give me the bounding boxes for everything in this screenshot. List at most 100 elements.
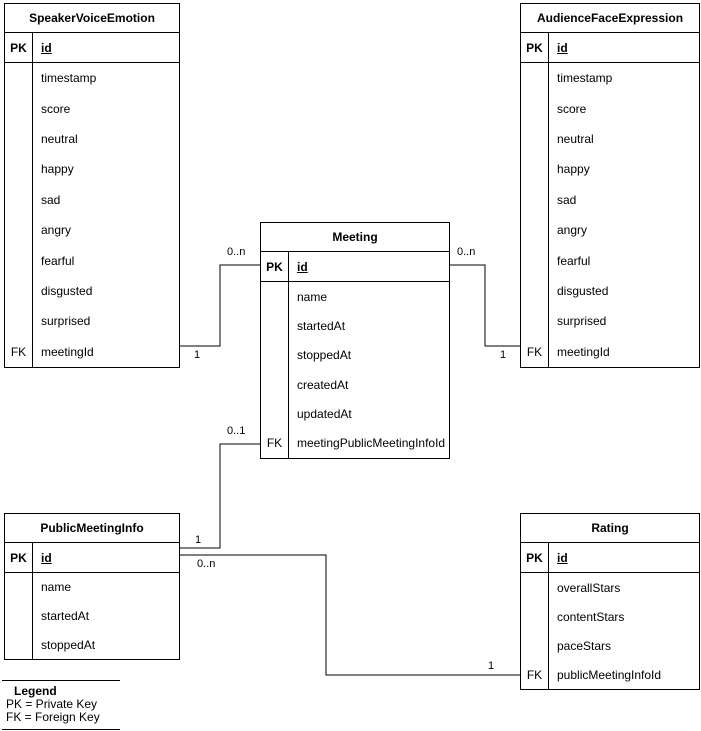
attribute-row: stoppedAt	[261, 341, 449, 370]
attribute-name: surprised	[557, 314, 607, 329]
attribute-name: neutral	[557, 132, 594, 147]
attribute-row: disgusted	[521, 276, 699, 306]
key-column-divider	[32, 33, 33, 367]
entity-meeting: Meeting PK id name startedAt stoppedAt crea…	[260, 222, 450, 459]
attribute-name: paceStars	[557, 638, 612, 653]
entity-public-meeting-info: PublicMeetingInfo PK id name startedAt sto…	[4, 513, 180, 660]
key-column-divider	[548, 543, 549, 689]
attribute-row: updatedAt	[261, 399, 449, 428]
attribute-name: timestamp	[41, 71, 97, 86]
entity-audience-face-expression: AudienceFaceExpression PK id timestamp sc…	[520, 3, 700, 368]
relationship-line-meeting-audiencefaceexpression	[450, 264, 520, 347]
attribute-row: name	[261, 282, 449, 311]
attribute-name: publicMeetingInfoId	[557, 667, 662, 682]
attribute-name: stoppedAt	[297, 348, 352, 363]
attribute-name: name	[41, 580, 72, 595]
pk-row: PK id	[521, 543, 699, 573]
fk-badge: FK	[266, 436, 283, 451]
attribute-name: disgusted	[557, 284, 609, 299]
entity-speaker-voice-emotion: SpeakerVoiceEmotion PK id timestamp score…	[4, 3, 180, 368]
attribute-name: neutral	[41, 132, 78, 147]
attribute-row: FK meetingId	[5, 337, 179, 367]
pk-badge: PK	[10, 40, 27, 55]
pk-field: id	[41, 40, 52, 55]
attribute-row: angry	[5, 215, 179, 245]
attribute-name: stoppedAt	[41, 637, 96, 652]
attribute-row: stoppedAt	[5, 630, 179, 659]
attribute-row: startedAt	[5, 602, 179, 631]
attribute-row: fearful	[5, 245, 179, 275]
attribute-row: FK publicMeetingInfoId	[521, 660, 699, 689]
cardinality-label-audience-meeting-near-audience: 1	[499, 349, 508, 361]
fk-badge: FK	[10, 344, 27, 359]
pk-badge: PK	[10, 550, 27, 565]
pk-field: id	[297, 259, 308, 274]
relationship-line-speakervoiceemotion-meeting	[180, 264, 260, 347]
pk-field: id	[41, 550, 52, 565]
cardinality-label-speaker-meeting-near-speaker: 1	[193, 349, 202, 361]
key-column-divider	[548, 33, 549, 367]
key-column-divider	[288, 252, 289, 458]
attribute-row: surprised	[521, 306, 699, 336]
attribute-row: fearful	[521, 245, 699, 275]
attribute-row: sad	[5, 185, 179, 215]
attribute-row: neutral	[5, 124, 179, 154]
attribute-name: timestamp	[557, 71, 613, 86]
cardinality-label-publicinfo-rating-near-rating: 1	[487, 660, 496, 672]
attribute-row: angry	[521, 215, 699, 245]
attribute-row: paceStars	[521, 631, 699, 660]
cardinality-label-publicinfo-meeting-near-publicinfo: 1	[194, 534, 203, 546]
attribute-name: angry	[557, 223, 588, 238]
attribute-name: name	[297, 289, 328, 304]
attribute-name: startedAt	[41, 609, 90, 623]
attribute-row: timestamp	[5, 63, 179, 93]
attribute-row: neutral	[521, 124, 699, 154]
entity-title: AudienceFaceExpression	[521, 4, 699, 33]
attribute-row: name	[5, 573, 179, 602]
attribute-name: createdAt	[297, 377, 349, 392]
attribute-name: happy	[41, 162, 74, 177]
attribute-row: sad	[521, 185, 699, 215]
attribute-row: startedAt	[261, 311, 449, 340]
pk-field: id	[557, 40, 568, 55]
entity-rating: Rating PK id overallStars contentStars pac…	[520, 513, 700, 690]
fk-badge: FK	[526, 667, 543, 682]
attribute-row: happy	[521, 154, 699, 184]
attribute-name: sad	[41, 192, 61, 207]
entity-title: Meeting	[261, 223, 449, 252]
pk-row: PK id	[261, 252, 449, 282]
attribute-row: score	[521, 93, 699, 123]
entity-title: Rating	[521, 514, 699, 543]
attribute-name: fearful	[557, 253, 591, 268]
pk-row: PK id	[5, 33, 179, 63]
attribute-row: timestamp	[521, 63, 699, 93]
legend-entry-pk: PK = Private Key	[6, 697, 98, 711]
pk-row: PK id	[521, 33, 699, 63]
attribute-name: angry	[41, 223, 72, 238]
pk-badge: PK	[526, 40, 543, 55]
attribute-row: createdAt	[261, 370, 449, 399]
attribute-name: sad	[557, 192, 577, 207]
attribute-name: fearful	[41, 253, 75, 268]
attribute-name: startedAt	[297, 318, 346, 333]
attribute-row: overallStars	[521, 573, 699, 602]
relationship-line-meeting-publicmeetinginfo	[180, 443, 260, 549]
legend-title: Legend	[14, 684, 57, 698]
attribute-name: overallStars	[557, 580, 621, 595]
attribute-name: meetingId	[41, 344, 94, 359]
entity-title: PublicMeetingInfo	[5, 514, 179, 543]
attribute-name: score	[41, 101, 71, 116]
attribute-name: disgusted	[41, 284, 93, 299]
attribute-row: happy	[5, 154, 179, 184]
cardinality-label-publicinfo-rating-near-publicinfo: 0..n	[196, 558, 217, 570]
pk-badge: PK	[526, 550, 543, 565]
attribute-name: score	[557, 101, 587, 116]
attribute-row: contentStars	[521, 602, 699, 631]
cardinality-label-publicinfo-meeting-near-meeting: 0..1	[226, 425, 247, 437]
entity-title: SpeakerVoiceEmotion	[5, 4, 179, 33]
pk-row: PK id	[5, 543, 179, 573]
attribute-name: updatedAt	[297, 406, 352, 421]
attribute-row: surprised	[5, 306, 179, 336]
